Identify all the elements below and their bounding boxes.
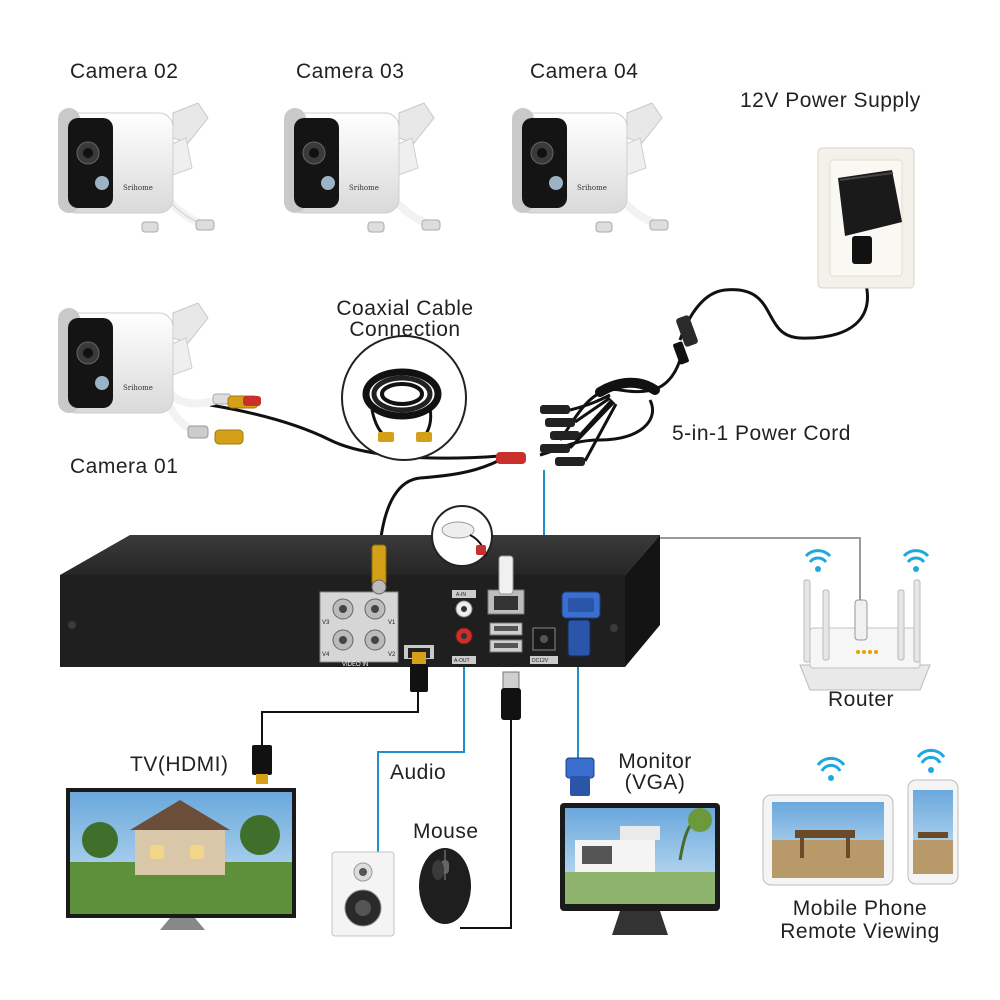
phone-icon [907, 779, 959, 885]
tv-label: TV(HDMI) [130, 753, 229, 776]
monitor-label-line2: (VGA) [624, 771, 686, 794]
power-splitter [540, 377, 660, 466]
a-in-label: A-IN [456, 592, 466, 598]
camera-01: Srihome [58, 302, 261, 445]
monitor-icon [560, 757, 720, 935]
camera-04: Srihome [512, 102, 669, 233]
mobile-label-line2: Remote Viewing [780, 920, 940, 943]
camera-04-label: Camera 04 [530, 60, 639, 83]
video-in-label: VIDEO IN [342, 662, 368, 668]
camera-02: Srihome [58, 102, 215, 233]
mobile-label-line1: Mobile Phone [792, 897, 928, 920]
port-v2-label: V2 [388, 652, 396, 658]
camera-02-label: Camera 02 [70, 60, 179, 83]
camera-brand: Srihome [123, 384, 153, 392]
speaker-icon [331, 851, 395, 937]
camera-brand: Srihome [577, 184, 607, 192]
power-cord-plug [673, 315, 698, 365]
camera-brand: Srihome [123, 184, 153, 192]
router-label: Router [828, 688, 895, 711]
port-v3-label: V3 [322, 620, 330, 626]
wifi-icon [804, 549, 832, 572]
wifi-icon [816, 756, 846, 781]
power-cord-label: 5-in-1 Power Cord [672, 422, 851, 445]
tv-icon [66, 745, 296, 930]
coaxial-cable-coil [341, 335, 467, 461]
camera-03: Srihome [284, 102, 441, 233]
coaxial-label-line2: Connection [349, 318, 461, 341]
port-v4-label: V4 [322, 652, 330, 658]
audio-label: Audio [390, 761, 447, 784]
camera-01-label: Camera 01 [70, 455, 179, 478]
camera-03-label: Camera 03 [296, 60, 405, 83]
dvr-recorder: V3 V1 V4 V2 VIDEO IN A-IN A-OUT [60, 535, 660, 692]
mouse-icon [419, 671, 521, 924]
power-supply-adapter [817, 147, 915, 289]
power-supply-label: 12V Power Supply [740, 89, 921, 112]
camera-brand: Srihome [349, 184, 379, 192]
port-v1-label: V1 [388, 620, 396, 626]
microphone-icon [431, 505, 493, 567]
mouse-label: Mouse [413, 820, 479, 843]
wifi-icon [902, 549, 930, 572]
router-icon [799, 579, 931, 691]
monitor-label-line1: Monitor [618, 750, 692, 773]
tablet-icon [762, 794, 894, 886]
red-dc-plug [496, 452, 526, 464]
a-out-label: A-OUT [454, 658, 470, 664]
dc12v-label: DC12V [532, 658, 549, 664]
wifi-icon [916, 748, 946, 773]
coaxial-label-line1: Coaxial Cable [336, 297, 474, 320]
